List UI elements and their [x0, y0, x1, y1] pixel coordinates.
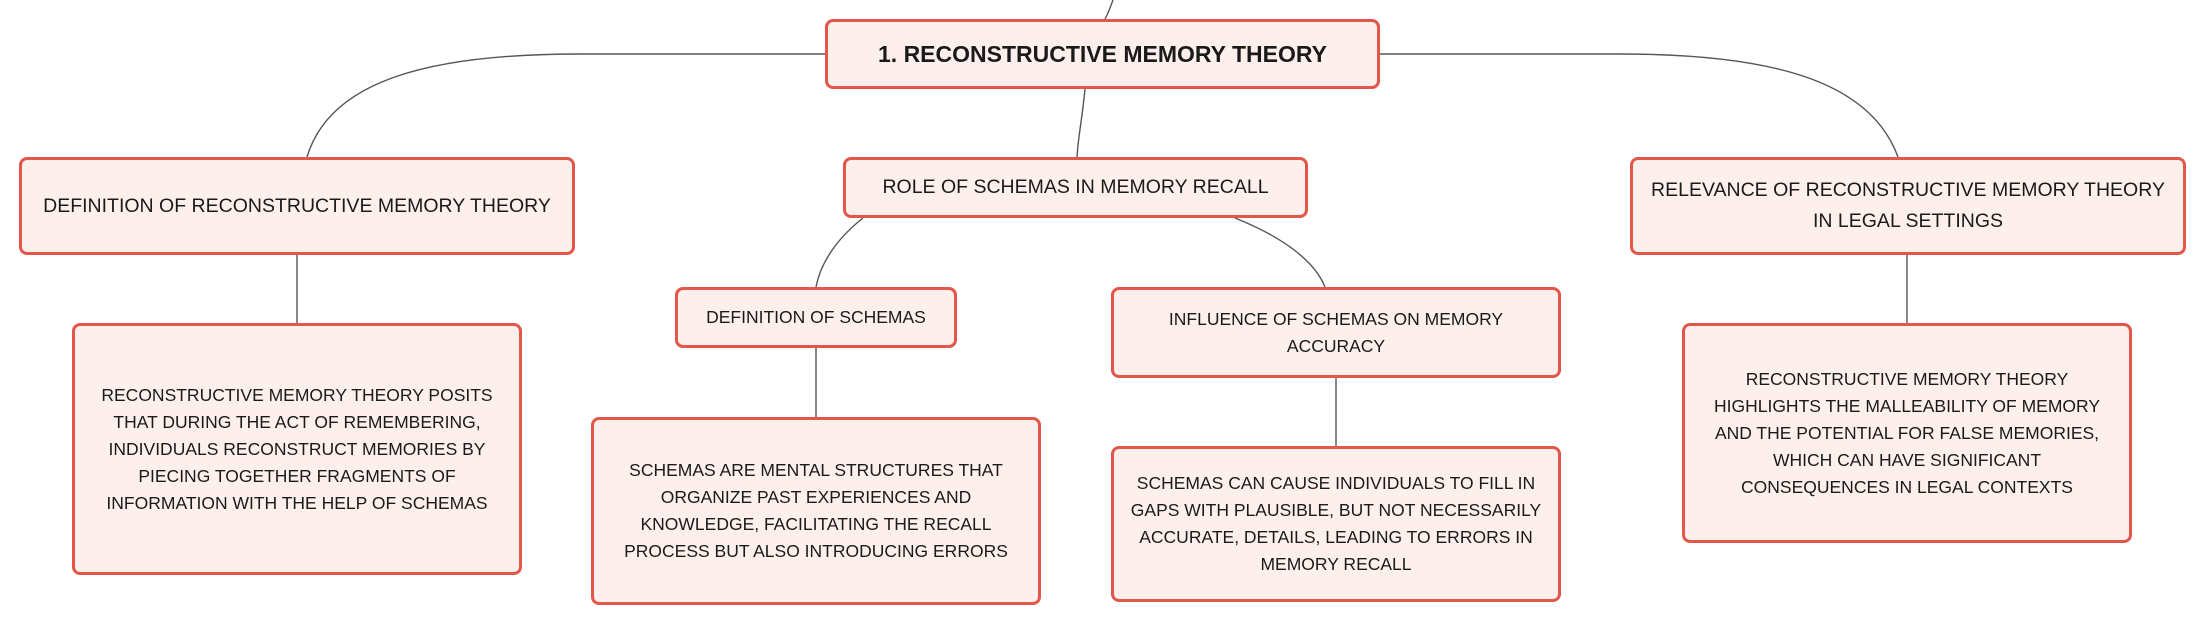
schemas-influence-detail-text: SCHEMAS CAN CAUSE INDIVIDUALS TO FILL IN…	[1130, 473, 1542, 574]
schemas-definition-detail-text: SCHEMAS ARE MENTAL STRUCTURES THAT ORGAN…	[624, 460, 1008, 561]
relevance-node-label: RELEVANCE OF RECONSTRUCTIVE MEMORY THEOR…	[1651, 179, 2165, 232]
schemas-influence-detail-node[interactable]: SCHEMAS CAN CAUSE INDIVIDUALS TO FILL IN…	[1111, 446, 1561, 602]
connector-root-to-schemas	[1076, 88, 1086, 158]
influence-of-schemas-node[interactable]: INFLUENCE OF SCHEMAS ON MEMORY ACCURACY	[1111, 287, 1561, 378]
definition-node[interactable]: DEFINITION OF RECONSTRUCTIVE MEMORY THEO…	[19, 157, 575, 255]
root-node-label: 1. RECONSTRUCTIVE MEMORY THEORY	[878, 40, 1327, 67]
relevance-detail-text: RECONSTRUCTIVE MEMORY THEORY HIGHLIGHTS …	[1713, 368, 2101, 497]
influence-of-schemas-node-label: INFLUENCE OF SCHEMAS ON MEMORY ACCURACY	[1168, 308, 1504, 356]
definition-detail-node[interactable]: RECONSTRUCTIVE MEMORY THEORY POSITS THAT…	[72, 323, 522, 575]
schemas-role-node-label: ROLE OF SCHEMAS IN MEMORY RECALL	[882, 176, 1269, 198]
relevance-detail-node[interactable]: RECONSTRUCTIVE MEMORY THEORY HIGHLIGHTS …	[1682, 323, 2132, 543]
schemas-definition-detail-node[interactable]: SCHEMAS ARE MENTAL STRUCTURES THAT ORGAN…	[591, 417, 1041, 605]
connector-root-to-definition	[306, 53, 825, 158]
schemas-role-node[interactable]: ROLE OF SCHEMAS IN MEMORY RECALL	[843, 157, 1308, 218]
root-node[interactable]: 1. RECONSTRUCTIVE MEMORY THEORY	[825, 19, 1380, 89]
connector-root-incoming	[1104, 0, 1114, 20]
definition-detail-text: RECONSTRUCTIVE MEMORY THEORY POSITS THAT…	[101, 384, 493, 513]
connector-root-to-relevance	[1380, 53, 1899, 158]
relevance-node[interactable]: RELEVANCE OF RECONSTRUCTIVE MEMORY THEOR…	[1630, 157, 2186, 255]
definition-of-schemas-node-label: DEFINITION OF SCHEMAS	[706, 307, 926, 327]
connector-schemas-to-influence	[1234, 217, 1326, 288]
connector-schemas-to-definition	[815, 217, 864, 288]
definition-of-schemas-node[interactable]: DEFINITION OF SCHEMAS	[675, 287, 957, 348]
definition-node-label: DEFINITION OF RECONSTRUCTIVE MEMORY THEO…	[43, 194, 551, 217]
